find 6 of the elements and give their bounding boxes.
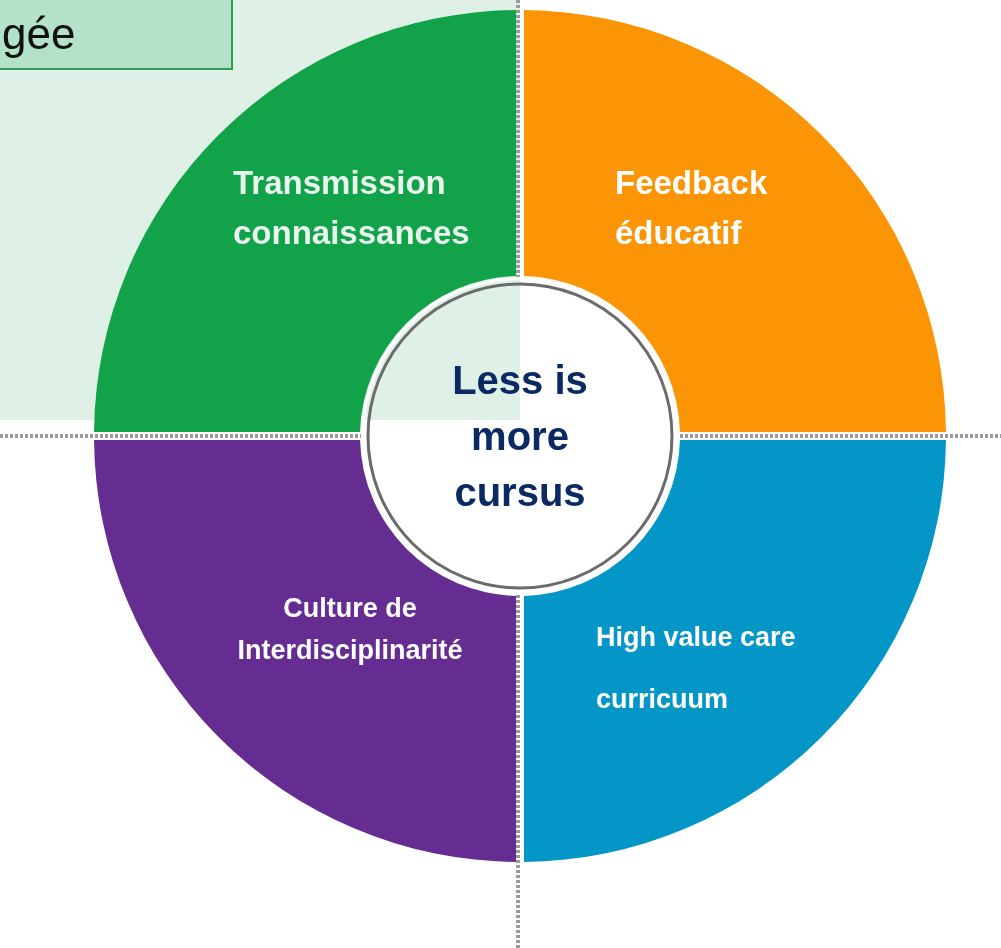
quadrant-label: Culture de Interdisciplinarité xyxy=(236,592,464,667)
quadrant-label: High value care curricuum xyxy=(596,621,797,717)
quadrant-label: Feedback éducatif xyxy=(615,163,769,253)
heading-box: gée xyxy=(0,0,233,70)
center-label: Less is more cursus xyxy=(451,357,589,516)
quadrant-label: Transmission connaissances xyxy=(233,163,471,253)
